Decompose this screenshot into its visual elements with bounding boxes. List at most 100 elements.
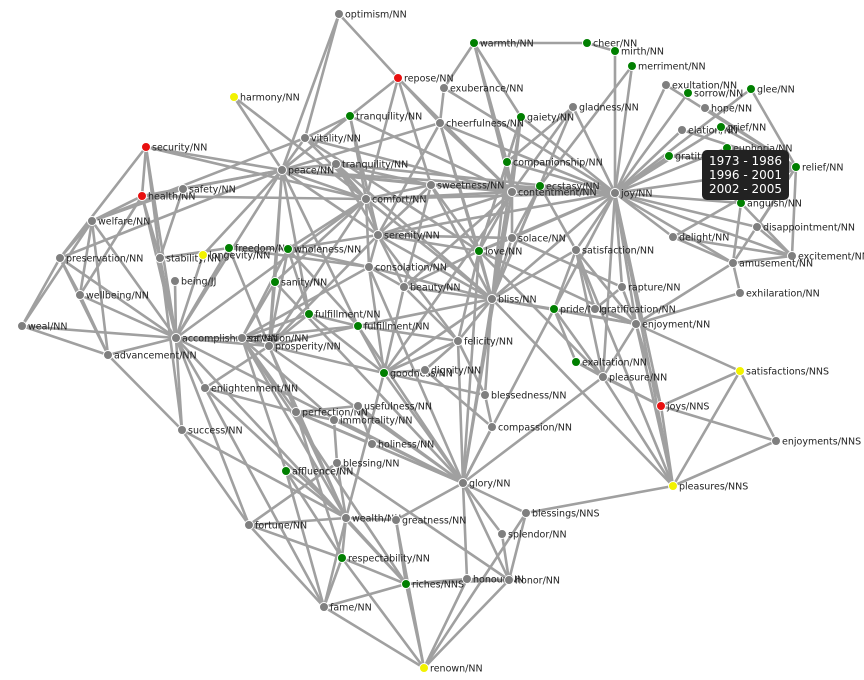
- node-label[interactable]: enjoyment/NN: [642, 320, 710, 331]
- node-dot[interactable]: [200, 383, 210, 393]
- graph-node[interactable]: consolation/NN: [364, 262, 447, 274]
- node-label[interactable]: consolation/NN: [375, 263, 447, 274]
- node-label[interactable]: respectability/NN: [348, 554, 430, 565]
- node-dot[interactable]: [677, 125, 687, 135]
- graph-node[interactable]: ecstasy/NN: [535, 181, 600, 193]
- node-dot[interactable]: [469, 38, 479, 48]
- node-dot[interactable]: [304, 309, 314, 319]
- node-dot[interactable]: [391, 515, 401, 525]
- node-dot[interactable]: [364, 262, 374, 272]
- graph-node[interactable]: comfort/NN: [361, 194, 427, 206]
- graph-node[interactable]: fame/NN: [319, 602, 372, 614]
- graph-node[interactable]: usefulness/NN: [353, 401, 433, 413]
- graph-node[interactable]: exaltation/NN: [571, 357, 647, 369]
- graph-node[interactable]: pleasures/NNS: [668, 481, 749, 493]
- node-label[interactable]: ecstasy/NN: [546, 182, 600, 193]
- node-label[interactable]: wealth/NN: [352, 514, 401, 525]
- node-label[interactable]: success/NN: [188, 426, 243, 437]
- graph-node[interactable]: felicity/NN: [453, 336, 514, 348]
- node-label[interactable]: repose/NN: [404, 74, 454, 85]
- graph-node[interactable]: elation/NN: [677, 125, 738, 137]
- node-dot[interactable]: [549, 304, 559, 314]
- node-label[interactable]: joys/NNS: [666, 402, 709, 413]
- node-label[interactable]: security/NN: [152, 143, 207, 154]
- graph-node[interactable]: exhilaration/NN: [735, 288, 820, 300]
- node-dot[interactable]: [341, 513, 351, 523]
- node-dot[interactable]: [617, 282, 627, 292]
- node-label[interactable]: sanity/NN: [281, 278, 327, 289]
- node-label[interactable]: warmth/NN: [480, 39, 534, 50]
- node-dot[interactable]: [177, 425, 187, 435]
- graph-node[interactable]: health/NN: [137, 191, 196, 203]
- node-label[interactable]: pleasure/NN: [609, 373, 667, 384]
- node-label[interactable]: sweetness/NN: [437, 181, 504, 192]
- node-dot[interactable]: [264, 341, 274, 351]
- graph-node[interactable]: advancement/NN: [103, 350, 197, 362]
- graph-node[interactable]: satisfactions/NNS: [735, 366, 830, 378]
- graph-node[interactable]: relief/NN: [791, 162, 844, 174]
- node-label[interactable]: harmony/NN: [240, 93, 300, 104]
- node-dot[interactable]: [198, 250, 208, 260]
- node-dot[interactable]: [610, 188, 620, 198]
- node-label[interactable]: anguish/NN: [747, 199, 802, 210]
- node-label[interactable]: perfection/NN: [302, 408, 368, 419]
- node-dot[interactable]: [746, 84, 756, 94]
- node-label[interactable]: comfort/NN: [372, 195, 427, 206]
- graph-node[interactable]: rapture/NN: [617, 282, 681, 294]
- node-dot[interactable]: [87, 216, 97, 226]
- node-dot[interactable]: [568, 102, 578, 112]
- graph-node[interactable]: hope/NN: [700, 103, 753, 115]
- graph-node[interactable]: glory/NN: [458, 478, 511, 490]
- node-label[interactable]: splendor/NN: [508, 530, 567, 541]
- graph-node[interactable]: gladness/NN: [568, 102, 639, 114]
- node-dot[interactable]: [716, 122, 726, 132]
- node-label[interactable]: usefulness/NN: [364, 402, 432, 413]
- graph-node[interactable]: anguish/NN: [736, 198, 802, 210]
- node-dot[interactable]: [401, 579, 411, 589]
- node-label[interactable]: beauty/NN: [410, 283, 460, 294]
- node-label[interactable]: hope/NN: [711, 104, 752, 115]
- graph-node[interactable]: solace/NN: [507, 233, 566, 245]
- node-label[interactable]: safety/NN: [189, 185, 236, 196]
- graph-node[interactable]: splendor/NN: [497, 529, 567, 541]
- node-label[interactable]: solace/NN: [518, 234, 566, 245]
- node-label[interactable]: greatness/NN: [402, 516, 466, 527]
- node-dot[interactable]: [752, 222, 762, 232]
- node-dot[interactable]: [155, 253, 165, 263]
- node-label[interactable]: affluence/NN: [292, 467, 353, 478]
- node-label[interactable]: glee/NN: [757, 85, 795, 96]
- node-label[interactable]: weal/NN: [28, 322, 68, 333]
- node-dot[interactable]: [735, 366, 745, 376]
- graph-node[interactable]: blessedness/NN: [480, 390, 567, 402]
- graph-node[interactable]: accomplishment/NN: [171, 333, 278, 345]
- node-dot[interactable]: [141, 142, 151, 152]
- node-label[interactable]: fulfillment/NN: [364, 322, 430, 333]
- node-label[interactable]: optimism/NN: [345, 10, 407, 21]
- node-dot[interactable]: [17, 321, 27, 331]
- node-label[interactable]: longevity/NN: [209, 251, 270, 262]
- node-dot[interactable]: [771, 436, 781, 446]
- node-label[interactable]: fulfillment/NN: [315, 310, 381, 321]
- node-dot[interactable]: [582, 38, 592, 48]
- node-label[interactable]: cheerfulness/NN: [446, 119, 524, 130]
- graph-node[interactable]: goodness/NN: [379, 368, 453, 380]
- node-dot[interactable]: [502, 157, 512, 167]
- node-dot[interactable]: [277, 165, 287, 175]
- graph-node[interactable]: warmth/NN: [469, 38, 534, 50]
- node-dot[interactable]: [728, 258, 738, 268]
- node-label[interactable]: relief/NN: [802, 163, 843, 174]
- node-label[interactable]: serenity/NN: [384, 231, 440, 242]
- node-dot[interactable]: [668, 232, 678, 242]
- graph-node[interactable]: dignity/NN: [420, 365, 482, 377]
- graph-node[interactable]: serenity/NN: [373, 230, 440, 242]
- node-label[interactable]: dignity/NN: [431, 366, 481, 377]
- graph-node[interactable]: harmony/NN: [229, 92, 300, 104]
- node-dot[interactable]: [631, 319, 641, 329]
- graph-node[interactable]: merriment/NN: [627, 61, 706, 73]
- node-dot[interactable]: [571, 245, 581, 255]
- node-dot[interactable]: [426, 180, 436, 190]
- node-label[interactable]: gladness/NN: [579, 103, 639, 114]
- node-label[interactable]: merriment/NN: [638, 62, 706, 73]
- node-dot[interactable]: [334, 9, 344, 19]
- node-dot[interactable]: [664, 151, 674, 161]
